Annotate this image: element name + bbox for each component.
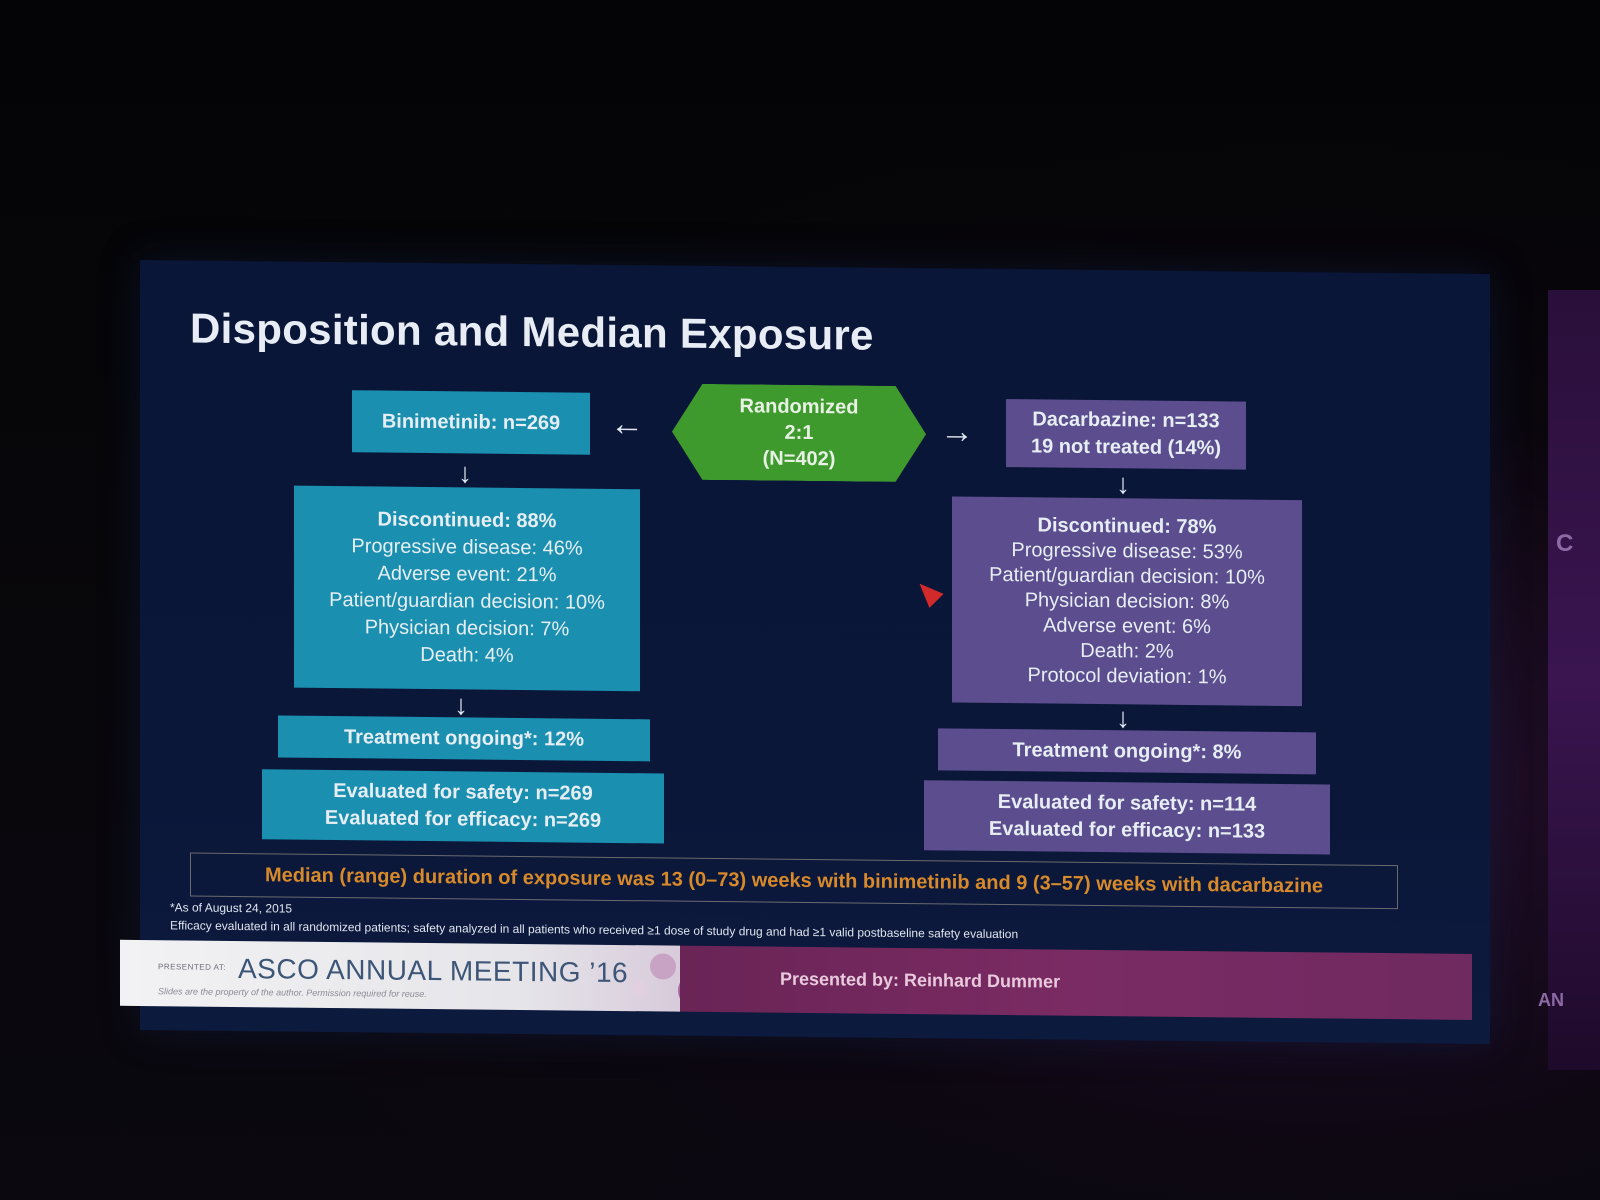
dacarbazine-header: Dacarbazine: n=133 <box>1032 408 1220 433</box>
binimetinib-ongoing: Treatment ongoing*: 12% <box>343 725 585 751</box>
randomized-ratio: 2:1 <box>784 421 814 445</box>
binimetinib-ongoing-box: Treatment ongoing*: 12% <box>278 715 650 762</box>
side-banner-fragment: C <box>1556 530 1574 557</box>
footer-disclaimer: Slides are the property of the author. P… <box>158 986 427 1000</box>
side-banner: C AN <box>1538 290 1600 1070</box>
binimetinib-evaluated-box: Evaluated for safety: n=269 Evaluated fo… <box>262 769 664 844</box>
footnote-date: *As of August 24, 2015 <box>170 900 293 916</box>
binimetinib-discontinued-title: Discontinued: 88% <box>377 508 557 533</box>
left-arrow-icon: ← <box>610 404 644 444</box>
right-arrow-icon: → <box>940 412 974 451</box>
dacarbazine-reason: Patient/guardian decision: 10% <box>989 563 1265 589</box>
down-arrow-icon: ↓ <box>458 457 472 489</box>
slide-footer: PRESENTED AT: ASCO ANNUAL MEETING ’16 Sl… <box>120 939 1472 1020</box>
side-banner-fragment: AN <box>1538 990 1564 1010</box>
binimetinib-reason: Progressive disease: 46% <box>351 535 583 560</box>
presented-at-label: PRESENTED AT: <box>158 962 227 972</box>
binimetinib-reason: Physician decision: 7% <box>364 616 570 641</box>
laser-pointer-icon <box>912 576 944 608</box>
median-exposure-box: Median (range) duration of exposure was … <box>190 852 1398 910</box>
dacarbazine-reason: Progressive disease: 53% <box>1011 538 1243 564</box>
down-arrow-icon: ↓ <box>1116 468 1130 500</box>
binimetinib-discontinued-box: Discontinued: 88% Progressive disease: 4… <box>294 485 640 692</box>
meeting-name: ASCO ANNUAL MEETING ’16 <box>238 953 629 989</box>
binimetinib-header: Binimetinib: n=269 <box>381 410 561 434</box>
dacarbazine-reason: Physician decision: 8% <box>1024 588 1230 613</box>
dacarbazine-reason: Adverse event: 6% <box>1043 613 1211 638</box>
dacarbazine-ongoing: Treatment ongoing*: 8% <box>1012 738 1242 764</box>
slide-title: Disposition and Median Exposure <box>190 304 874 359</box>
binimetinib-reason: Adverse event: 21% <box>377 562 557 587</box>
dacarbazine-discontinued-title: Discontinued: 78% <box>1037 513 1217 538</box>
footer-left-panel: PRESENTED AT: ASCO ANNUAL MEETING ’16 Sl… <box>120 939 738 1012</box>
binimetinib-evaluated-efficacy: Evaluated for efficacy: n=269 <box>324 806 602 832</box>
randomized-total: (N=402) <box>762 447 836 471</box>
binimetinib-evaluated-safety: Evaluated for safety: n=269 <box>333 780 593 805</box>
footer-right-panel: Presented by: Reinhard Dummer <box>680 945 1472 1020</box>
binimetinib-header-box: Binimetinib: n=269 <box>352 390 590 455</box>
dacarbazine-evaluated-safety: Evaluated for safety: n=114 <box>997 790 1257 816</box>
binimetinib-reason: Patient/guardian decision: 10% <box>329 588 605 614</box>
median-exposure-text: Median (range) duration of exposure was … <box>264 863 1324 897</box>
dacarbazine-discontinued-box: Discontinued: 78% Progressive disease: 5… <box>952 496 1302 707</box>
dacarbazine-reason: Protocol deviation: 1% <box>1027 663 1227 688</box>
dacarbazine-ongoing-box: Treatment ongoing*: 8% <box>938 728 1316 775</box>
dacarbazine-not-treated: 19 not treated (14%) <box>1030 435 1222 460</box>
down-arrow-icon: ↓ <box>1116 702 1130 734</box>
randomized-label: Randomized <box>739 395 859 419</box>
binimetinib-reason: Death: 4% <box>420 643 514 667</box>
randomized-node: Randomized 2:1 (N=402) <box>672 384 926 483</box>
dacarbazine-header-box: Dacarbazine: n=133 19 not treated (14%) <box>1006 399 1246 470</box>
footnote-methods: Efficacy evaluated in all randomized pat… <box>170 918 1019 942</box>
dacarbazine-evaluated-efficacy: Evaluated for efficacy: n=133 <box>988 817 1266 843</box>
presenter-name: Presented by: Reinhard Dummer <box>780 968 1061 992</box>
down-arrow-icon: ↓ <box>454 689 468 721</box>
projected-slide: Disposition and Median Exposure Randomiz… <box>120 260 1490 1045</box>
dacarbazine-reason: Death: 2% <box>1080 639 1174 663</box>
dacarbazine-evaluated-box: Evaluated for safety: n=114 Evaluated fo… <box>924 780 1330 855</box>
